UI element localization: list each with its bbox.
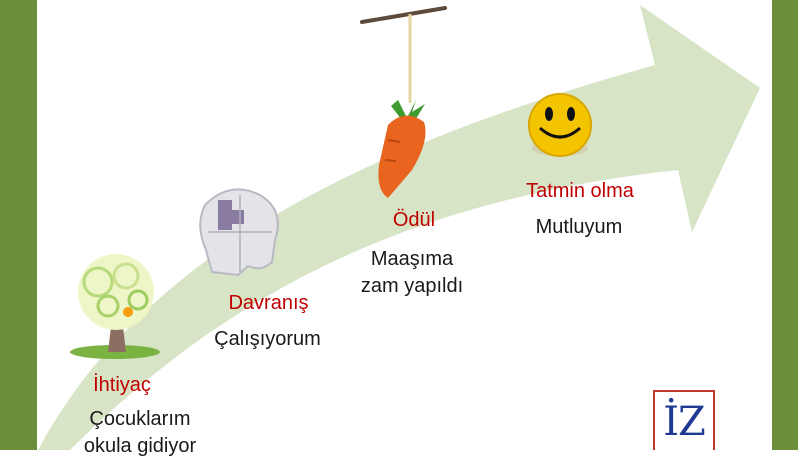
stage-2-text: Çalışıyorum: [214, 328, 321, 350]
diagram-canvas: [38, 5, 760, 450]
stage-4-text: Mutluyum: [535, 216, 623, 238]
stage-1-title: İhtiyaç: [93, 374, 151, 396]
right-border: [772, 0, 798, 450]
stage-3-text: Maaşıma zam yapıldı: [360, 248, 464, 297]
smiley-icon: [528, 93, 592, 157]
tree-icon: [70, 254, 160, 359]
stage-3-title: Ödül: [392, 209, 436, 231]
puzzle-head-icon: [199, 188, 279, 277]
left-border: [0, 0, 37, 450]
stage-4-title: Tatmin olma: [526, 180, 634, 202]
carrot-on-stick-icon: [360, 6, 447, 198]
stage-2-title: Davranış: [228, 292, 309, 314]
stage-1-text: Çocuklarım okula gidiyor: [83, 408, 197, 457]
logo: İZ: [653, 390, 715, 450]
